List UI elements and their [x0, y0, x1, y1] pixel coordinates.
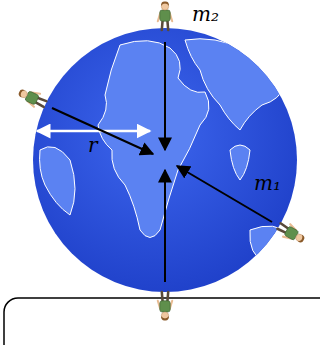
person-figure — [275, 220, 307, 247]
mass-label: m₂ — [192, 2, 219, 26]
radius-label: r — [88, 133, 98, 157]
person-figure — [16, 85, 48, 110]
people — [16, 2, 307, 321]
radius-arrow — [37, 130, 150, 133]
earth-globe — [33, 28, 297, 292]
mass-label: m₁ — [254, 171, 281, 195]
person-figure — [158, 2, 172, 30]
person-figure — [158, 292, 172, 320]
gravity-arrows — [52, 42, 272, 282]
